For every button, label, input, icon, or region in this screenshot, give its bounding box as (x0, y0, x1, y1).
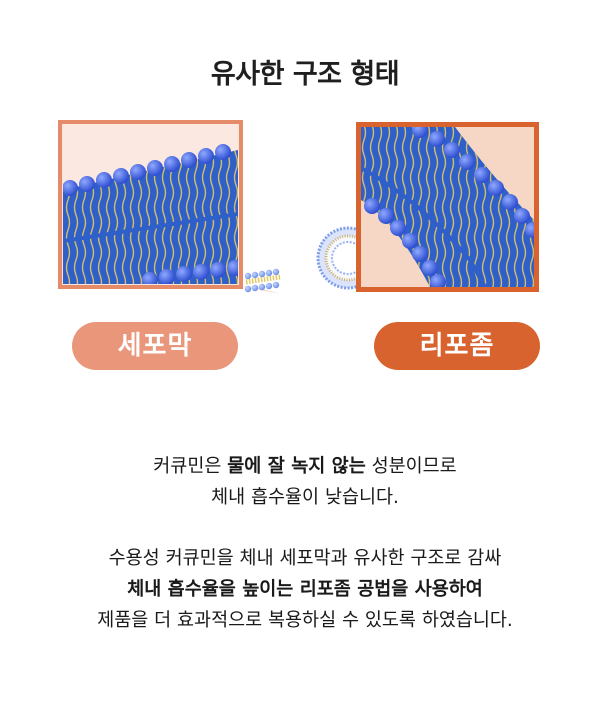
liposome-label: 리포좀 (374, 322, 540, 370)
paragraph2-line3: 제품을 더 효과적으로 복용하실 수 있도록 하였습니다. (97, 610, 513, 631)
paragraph2-line1: 수용성 커큐민을 체내 세포막과 유사한 구조로 감싸 (108, 548, 502, 569)
page-title: 유사한 구조 형태 (210, 59, 400, 90)
liposome-image (316, 122, 539, 292)
cell-membrane-label: 세포막 (72, 322, 238, 370)
membrane-illustration (58, 120, 539, 294)
cell-membrane-image (58, 120, 282, 294)
description-paragraph-2: 수용성 커큐민을 체내 세포막과 유사한 구조로 감싸 체내 흡수율을 높이는 … (0, 543, 610, 636)
paragraph1-line2: 체내 흡수율이 낮습니다. (211, 487, 399, 508)
paragraph2-line2: 체내 흡수율을 높이는 리포좀 공법을 사용하여 (127, 579, 483, 600)
emphasis-text: 물에 잘 녹지 않는 (227, 456, 366, 477)
paragraph1-line1: 커큐민은 물에 잘 녹지 않는 성분이므로 (153, 456, 457, 477)
description-paragraph-1: 커큐민은 물에 잘 녹지 않는 성분이므로 체내 흡수율이 낮습니다. (0, 451, 610, 513)
